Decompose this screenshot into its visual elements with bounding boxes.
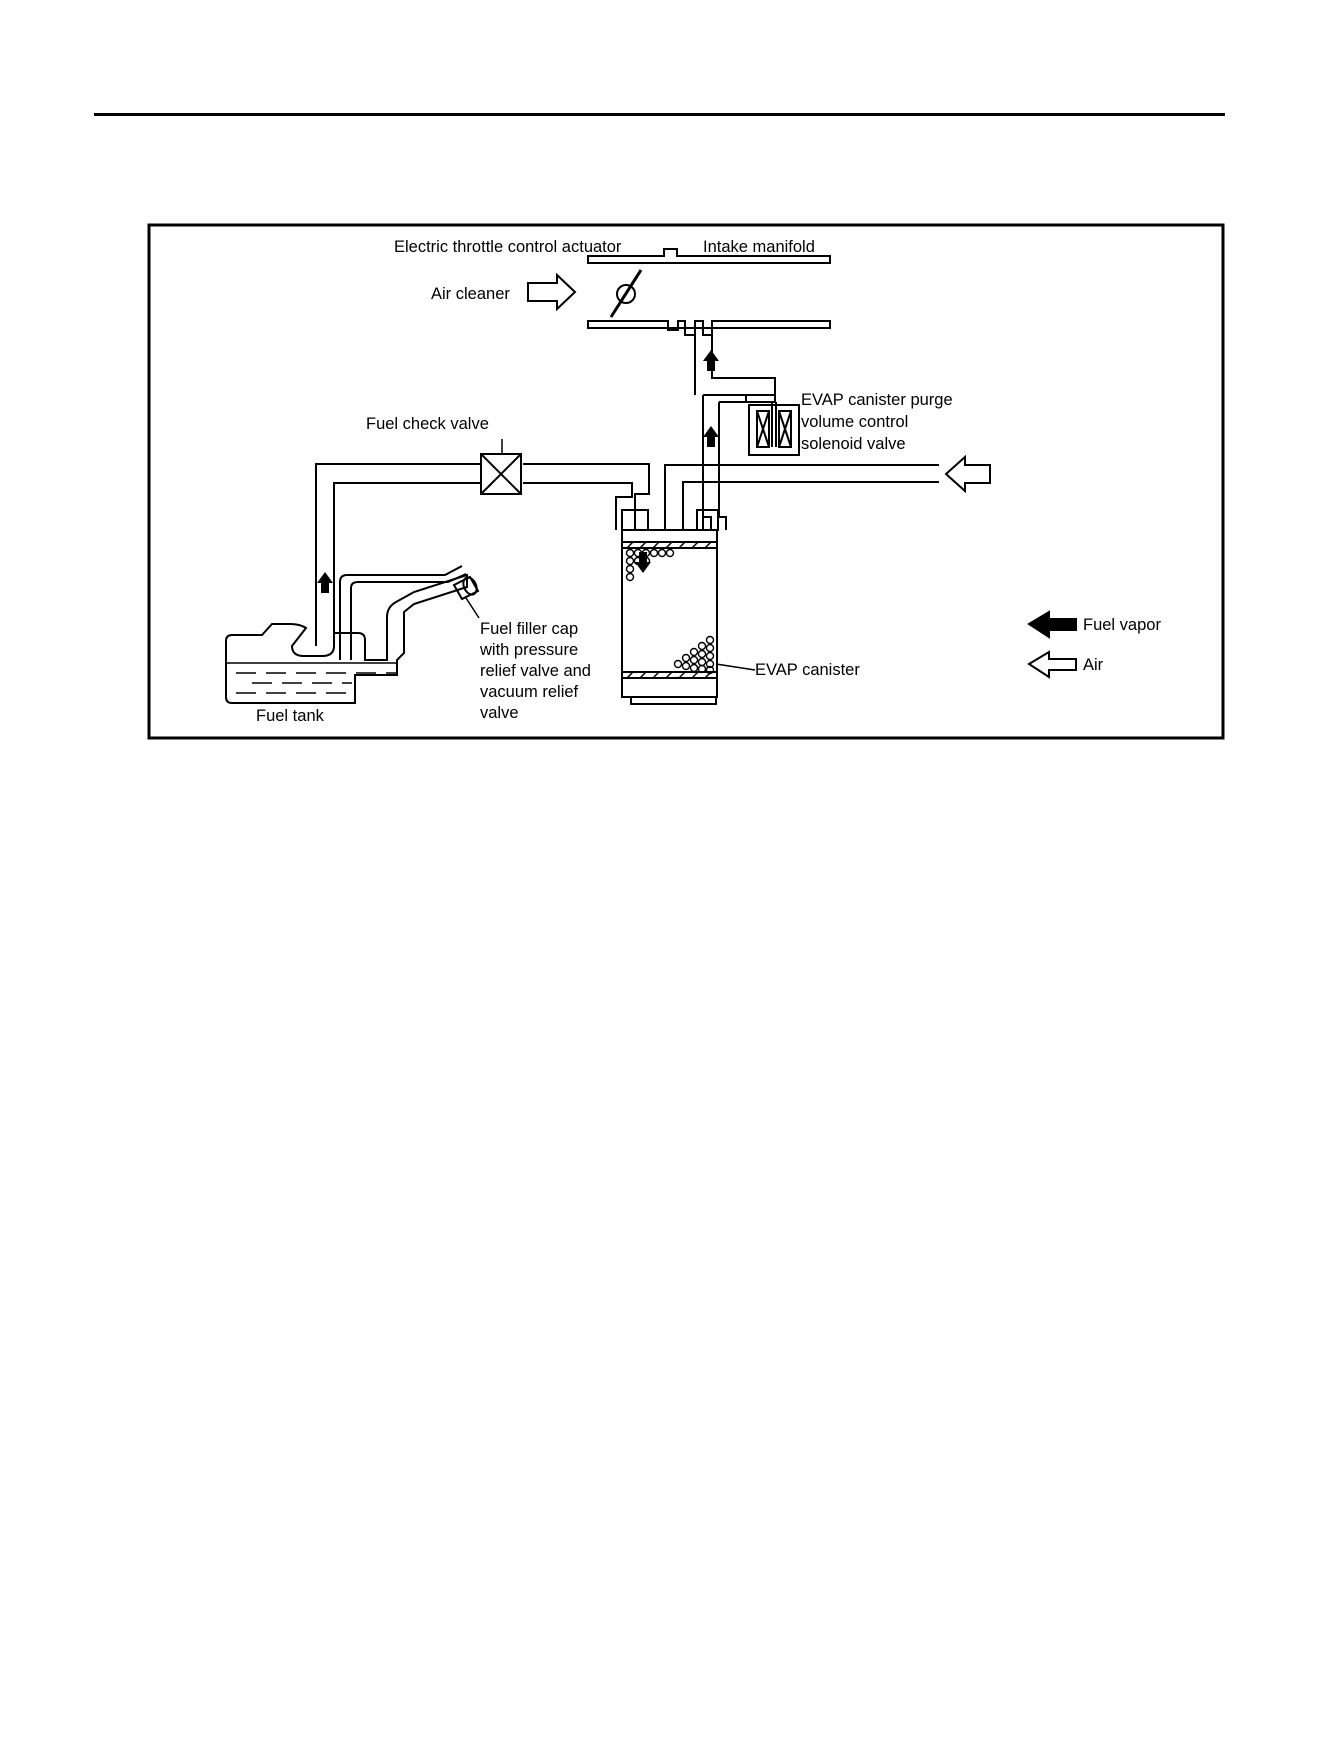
vent-air-inlet-arrow [946, 457, 990, 491]
fuel-check-valve [481, 454, 521, 494]
filler-cap-label-line1: Fuel filler cap [480, 620, 578, 638]
filler-cap-label-line2: with pressure [479, 641, 578, 659]
fuel-tank [226, 566, 467, 703]
purge-valve-label-line3: solenoid valve [801, 435, 906, 453]
fuel-tank-label: Fuel tank [256, 707, 325, 725]
filler-cap-label-line4: vacuum relief [480, 683, 579, 701]
fuel-check-valve-label: Fuel check valve [366, 415, 489, 433]
intake-manifold-label: Intake manifold [703, 238, 815, 256]
throttle-valve [611, 270, 641, 317]
filler-cap-label-line5: valve [480, 704, 519, 722]
air-cleaner-arrow [528, 275, 575, 309]
intake-manifold [588, 249, 830, 335]
purge-solenoid-valve [749, 402, 799, 455]
evap-canister [622, 510, 718, 704]
throttle-actuator-label: Electric throttle control actuator [394, 238, 622, 256]
vent-air-line [665, 465, 939, 530]
legend-fuel-vapor-label: Fuel vapor [1083, 616, 1161, 634]
purge-valve-label-line1: EVAP canister purge [801, 391, 953, 409]
vapor-flow-arrows [317, 350, 719, 593]
air-cleaner-label: Air cleaner [431, 285, 510, 303]
purge-line-outer [703, 517, 726, 530]
evap-canister-label: EVAP canister [755, 661, 860, 679]
legend-air-icon [1029, 652, 1076, 677]
purge-valve-label-line2: volume control [801, 413, 908, 431]
filler-cap-label-line3: relief valve and [480, 662, 591, 680]
legend-air-label: Air [1083, 656, 1104, 674]
legend-fuel-vapor-icon [1029, 612, 1076, 637]
